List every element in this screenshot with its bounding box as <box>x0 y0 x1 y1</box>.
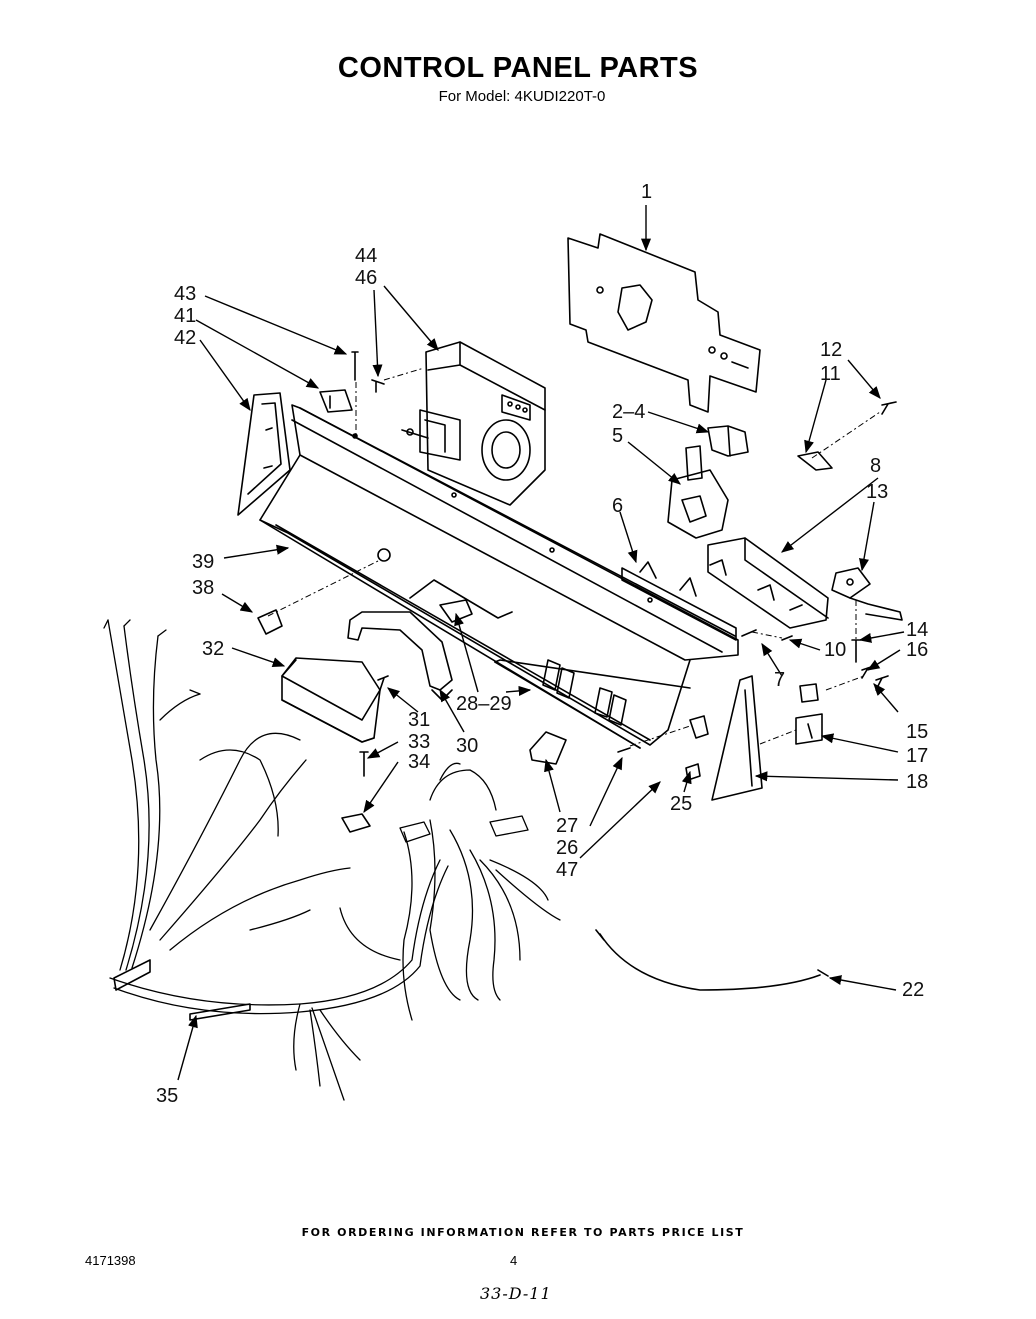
callout-26: 26 <box>556 837 578 859</box>
wire-harness-35-part <box>103 619 561 1101</box>
callout-31: 31 <box>408 709 430 731</box>
screw-31-part <box>377 675 389 691</box>
callout-6: 6 <box>612 495 623 517</box>
callout-14: 14 <box>906 619 928 641</box>
callout-46: 46 <box>355 267 377 289</box>
page-number: 4 <box>510 1253 518 1268</box>
callout-7: 7 <box>774 669 785 691</box>
left-bracket-part <box>319 389 353 413</box>
handwritten-note: 33-D-11 <box>480 1284 552 1303</box>
model-subtitle: For Model: 4KUDI220T-0 <box>438 88 606 105</box>
indicator-lens-39-part <box>377 548 391 562</box>
callout-33: 33 <box>408 731 430 753</box>
timer-assembly-part <box>401 341 546 506</box>
callout-34: 34 <box>408 751 430 773</box>
screw-26-part <box>617 747 631 753</box>
screw-14-part <box>851 639 861 663</box>
callout-2-4: 2–4 <box>612 401 645 423</box>
callout-38: 38 <box>192 577 214 599</box>
bracket-28-29-part <box>439 599 473 623</box>
shield-plate-part <box>567 233 761 413</box>
screw-7-part <box>741 629 757 637</box>
screw-46-part <box>371 379 385 393</box>
screw-12-part <box>881 401 897 415</box>
screw-10-part <box>781 635 793 641</box>
callout-16: 16 <box>906 639 928 661</box>
callout-12: 12 <box>820 339 842 361</box>
callout-32: 32 <box>202 638 224 660</box>
bracket-29-part <box>409 579 513 619</box>
callout-13: 13 <box>866 481 888 503</box>
callout-15: 15 <box>906 721 928 743</box>
knob-38-part <box>257 609 283 635</box>
callout-11: 11 <box>820 363 841 385</box>
callout-22: 22 <box>902 979 924 1001</box>
callout-10: 10 <box>824 639 846 661</box>
switch-2-4-part <box>707 425 749 457</box>
callout-17: 17 <box>906 745 928 767</box>
screw-43-part <box>351 351 359 381</box>
callout-42: 42 <box>174 327 196 349</box>
lamp-socket-13-part <box>831 567 903 621</box>
document-number: 4171398 <box>85 1253 136 1268</box>
control-panel-body <box>259 404 739 749</box>
callout-35: 35 <box>156 1085 178 1107</box>
cable-22-part <box>595 929 829 991</box>
callout-41: 41 <box>174 305 196 327</box>
switch-holder-5-part <box>667 445 729 539</box>
callout-30: 30 <box>456 735 478 757</box>
cover-32-part <box>281 657 381 743</box>
callout-43: 43 <box>174 283 196 305</box>
callout-1: 1 <box>641 181 652 203</box>
callout-5: 5 <box>612 425 623 447</box>
button-27-part <box>529 731 567 765</box>
bracket-17-part <box>795 683 823 745</box>
callout-27: 27 <box>556 815 578 837</box>
callout-25: 25 <box>670 793 692 815</box>
screw-33-part <box>359 751 369 777</box>
callout-18: 18 <box>906 771 928 793</box>
page-title: CONTROL PANEL PARTS <box>337 52 699 84</box>
callout-39: 39 <box>192 551 214 573</box>
callout-47: 47 <box>556 859 578 881</box>
callout-44: 44 <box>355 245 377 267</box>
right-end-cap-part <box>711 675 763 801</box>
clip-25-part <box>685 715 709 781</box>
right-housing-8-part <box>707 537 829 629</box>
left-end-cap-part <box>237 392 291 516</box>
clip-34-part <box>341 813 371 833</box>
ordering-info-footer: FOR ORDERING INFORMATION REFER TO PARTS … <box>301 1226 745 1239</box>
callout-8: 8 <box>870 455 881 477</box>
callout-28-29: 28–29 <box>456 693 512 715</box>
clip-11-part <box>797 451 833 471</box>
slide-6-part <box>621 561 737 641</box>
